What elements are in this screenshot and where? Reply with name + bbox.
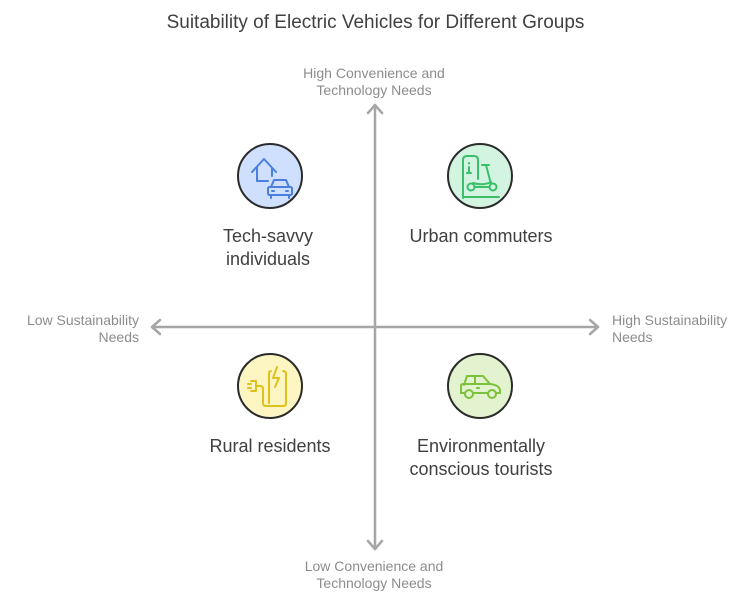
scooter-charging-icon [462,155,500,199]
axis-label-left-line1: Low Sustainability [26,312,139,328]
axis-label-top-line1: High Convenience and [303,65,445,81]
label-line: individuals [225,249,311,269]
axis-label-right-line1: High Sustainability [612,312,728,328]
axis-label-top: High Convenience and Technology Needs [274,65,474,99]
rural-residents-icon-circle [237,353,303,419]
urban-commuters-icon-circle [447,143,513,209]
house-car-icon [251,158,293,199]
arrow-left-icon [150,318,162,336]
quadrant-label-urban-commuters: Urban commuters [371,225,591,248]
label-line: Rural residents [209,436,331,456]
plug-lightning-icon [247,366,287,407]
axis-label-left-line2: Needs [98,329,139,345]
axis-label-bottom-line2: Technology Needs [316,575,432,591]
quadrant-label-eco-tourists: Environmentally conscious tourists [371,435,591,481]
eco-tourists-icon-circle [447,353,513,419]
quadrant-label-tech-savvy: Tech-savvy individuals [158,225,378,271]
label-line: Environmentally [416,436,546,456]
arrow-up-icon [366,103,384,115]
tech-savvy-icon-circle [237,143,303,209]
arrow-down-icon [366,539,384,551]
axis-label-bottom-line1: Low Convenience and [304,558,444,574]
car-icon [460,375,501,399]
axis-label-bottom: Low Convenience and Technology Needs [274,558,474,592]
axis-label-right-line2: Needs [612,329,653,345]
diagram-title: Suitability of Electric Vehicles for Dif… [166,12,585,33]
axis-label-right: High Sustainability Needs [612,312,751,346]
axis-label-top-line2: Technology Needs [316,82,432,98]
label-line: Tech-savvy [222,226,314,246]
quadrant-label-rural-residents: Rural residents [160,435,380,458]
axis-label-left: Low Sustainability Needs [0,312,139,346]
arrow-right-icon [588,318,600,336]
label-line: conscious tourists [409,459,553,479]
label-line: Urban commuters [409,226,553,246]
